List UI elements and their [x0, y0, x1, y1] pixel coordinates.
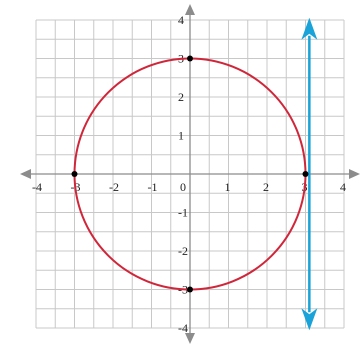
y-tick-label: 4: [178, 13, 184, 27]
point-marker: [187, 286, 193, 293]
vertical-line-up-arrow-icon: [301, 17, 318, 40]
axes: [20, 4, 360, 344]
point-marker: [71, 171, 78, 177]
points: [71, 55, 309, 293]
x-tick-label: -2: [109, 180, 119, 194]
y-tick-label: -1: [178, 206, 188, 220]
x-tick-label: 2: [263, 180, 269, 194]
vertical-line-group: [301, 17, 318, 331]
y-tick-label: -4: [178, 321, 188, 335]
x-tick-label: 0: [180, 180, 186, 194]
y-axis-down-arrow-icon: [185, 333, 195, 344]
y-tick-label: 1: [178, 129, 184, 143]
point-marker: [187, 55, 193, 62]
y-tick-label: -2: [178, 244, 188, 258]
x-tick-label: 1: [225, 180, 231, 194]
x-tick-label: -4: [32, 180, 42, 194]
x-tick-label: -1: [148, 180, 158, 194]
x-tick-label: 4: [340, 180, 346, 194]
y-axis-up-arrow-icon: [185, 4, 195, 15]
y-tick-label: 2: [178, 90, 184, 104]
x-axis-right-arrow-icon: [349, 169, 360, 179]
point-marker: [302, 171, 309, 177]
vertical-line-down-arrow-icon: [301, 308, 318, 331]
x-axis-left-arrow-icon: [20, 169, 31, 179]
